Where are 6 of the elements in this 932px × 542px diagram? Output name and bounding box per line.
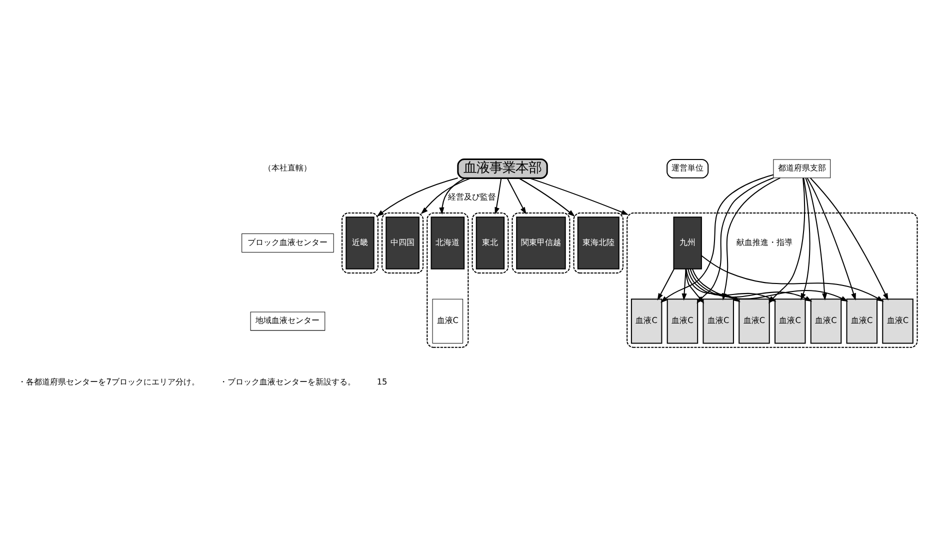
edge-label: 経営及び監督: [448, 192, 496, 202]
label: ・ブロック血液センターを新設する。: [220, 376, 356, 387]
label: 15: [376, 376, 388, 387]
label: （本社直轄）: [264, 162, 312, 173]
edge-label: 献血推進・指導: [736, 236, 793, 247]
label: ・各都道府県センターを7ブロックにエリア分け。: [18, 376, 200, 387]
